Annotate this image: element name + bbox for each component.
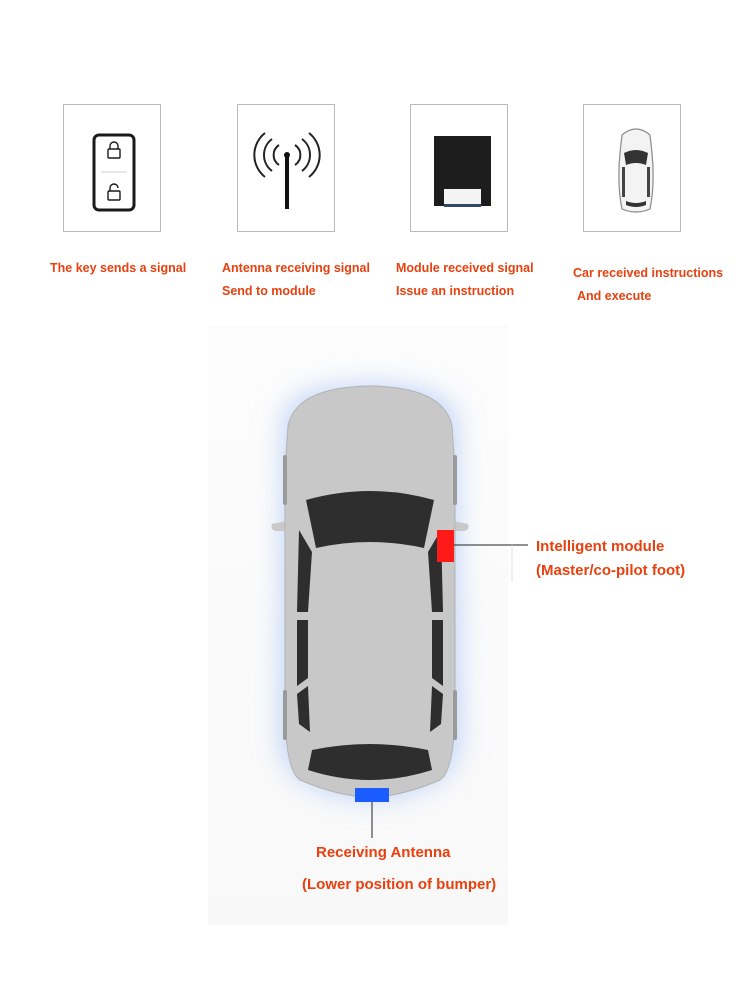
side-window [297, 530, 312, 612]
caption-line: Antenna receiving signal [222, 261, 370, 275]
antenna-callout-subtitle: (Lower position of bumper) [302, 876, 497, 893]
antenna-marker [355, 788, 389, 802]
module-callout: Intelligent module (Master/co-pilot foot… [536, 535, 685, 583]
trim [283, 455, 287, 505]
module-callout-subtitle: (Master/co-pilot foot) [536, 562, 686, 579]
caption-line: Car received instructions [573, 266, 724, 280]
antenna-callout-title: Receiving Antenna [316, 844, 451, 861]
antenna-icon [253, 132, 321, 209]
caption-line: And execute [577, 289, 652, 303]
side-window [430, 686, 443, 732]
step-car-caption: Car received instructions And execute [573, 262, 723, 308]
step-antenna-box [237, 104, 335, 232]
caption-line: Issue an instruction [396, 284, 515, 298]
windshield [306, 491, 434, 548]
side-window [432, 620, 443, 686]
trim [283, 690, 287, 740]
car-icon [618, 128, 654, 213]
step-antenna-caption: Antenna receiving signal Send to module [222, 257, 370, 303]
step-module-caption: Module received signal Issue an instruct… [396, 257, 534, 303]
side-window [297, 620, 308, 686]
caption-line: The key sends a signal [50, 261, 187, 275]
rear-window [308, 744, 432, 780]
module-icon [434, 136, 491, 207]
caption-line: Module received signal [396, 261, 534, 275]
trim [453, 690, 457, 740]
step-key-box [63, 104, 161, 232]
key-fob-icon [92, 133, 136, 212]
module-marker [437, 530, 454, 562]
step-module-box [410, 104, 508, 232]
step-car-box [583, 104, 681, 232]
trim [453, 455, 457, 505]
module-callout-title: Intelligent module [536, 538, 665, 555]
car-body [284, 385, 456, 798]
side-window [297, 686, 310, 732]
caption-line: Send to module [222, 284, 316, 298]
step-key-caption: The key sends a signal [50, 257, 186, 280]
